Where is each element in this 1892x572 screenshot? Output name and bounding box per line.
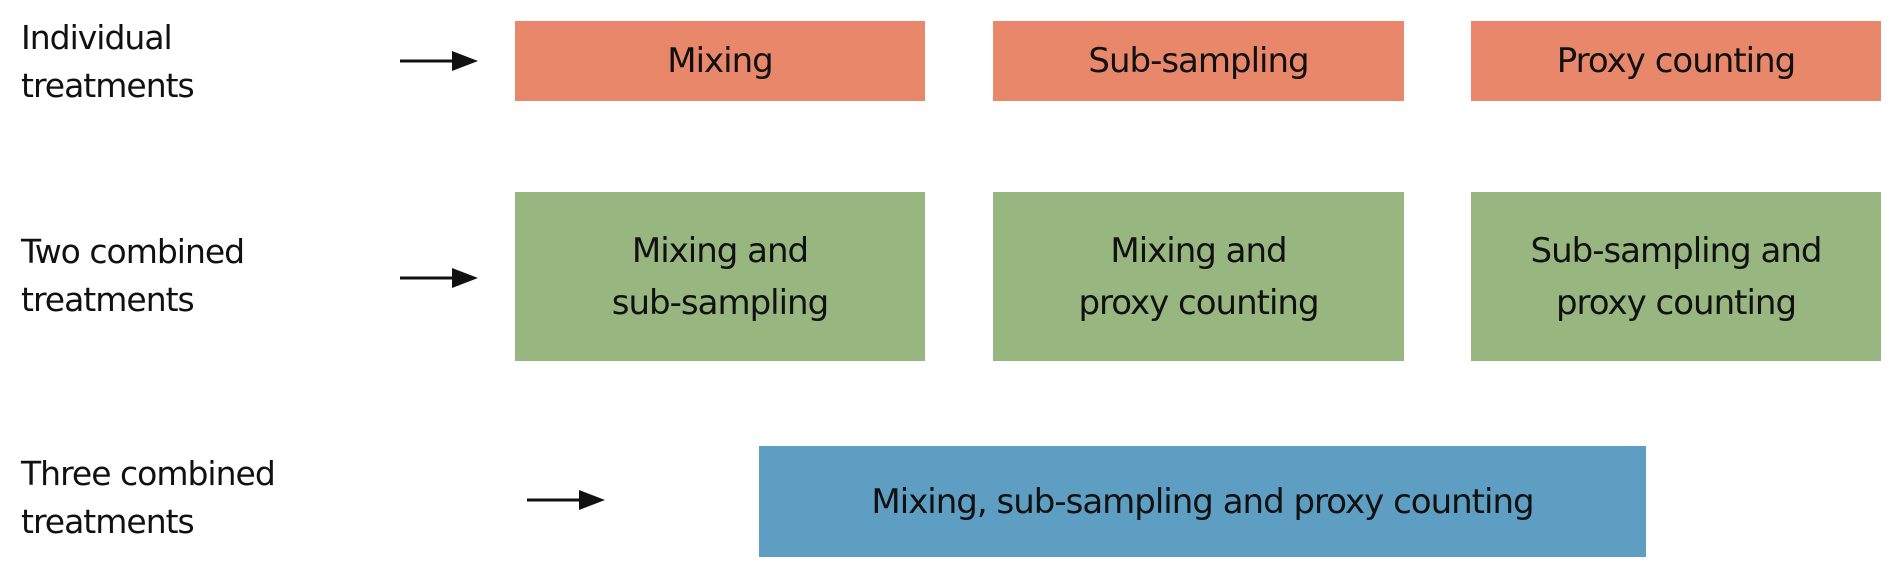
box-text: Proxy counting <box>1556 41 1796 81</box>
row-label-individual: Individual treatments <box>21 14 195 110</box>
box-text: proxy counting <box>1555 282 1797 323</box>
row-label-two: Two combined treatments <box>21 228 245 324</box>
label-line: treatments <box>21 66 195 105</box>
box-text: Mixing and <box>1110 230 1287 271</box>
row-label-three: Three combined treatments <box>21 450 276 546</box>
box-sub-sampling: Sub-sampling <box>993 21 1404 101</box>
box-text: Sub-sampling and <box>1530 230 1822 271</box>
label-line: treatments <box>21 280 195 319</box>
label-line: Individual <box>21 18 173 57</box>
arrow-icon <box>400 51 478 71</box>
box-text: Sub-sampling <box>1088 41 1309 81</box>
label-line: Three combined <box>21 454 276 493</box>
box-proxy-counting: Proxy counting <box>1471 21 1881 101</box>
box-sub-sampling-proxy-counting: Sub-sampling and proxy counting <box>1471 192 1881 361</box>
box-text: Mixing, sub-sampling and proxy counting <box>871 481 1534 522</box>
box-text: sub-sampling <box>611 282 829 323</box>
box-all-three: Mixing, sub-sampling and proxy counting <box>759 446 1646 557</box>
box-mixing: Mixing <box>515 21 925 101</box>
label-line: Two combined <box>21 232 245 271</box>
box-mixing-sub-sampling: Mixing and sub-sampling <box>515 192 925 361</box>
arrow-icon <box>400 268 478 288</box>
box-mixing-proxy-counting: Mixing and proxy counting <box>993 192 1404 361</box>
box-text: Mixing and <box>631 230 809 271</box>
box-text: proxy counting <box>1078 282 1319 323</box>
box-text: Mixing <box>667 41 773 81</box>
arrow-icon <box>527 490 605 510</box>
label-line: treatments <box>21 502 195 541</box>
